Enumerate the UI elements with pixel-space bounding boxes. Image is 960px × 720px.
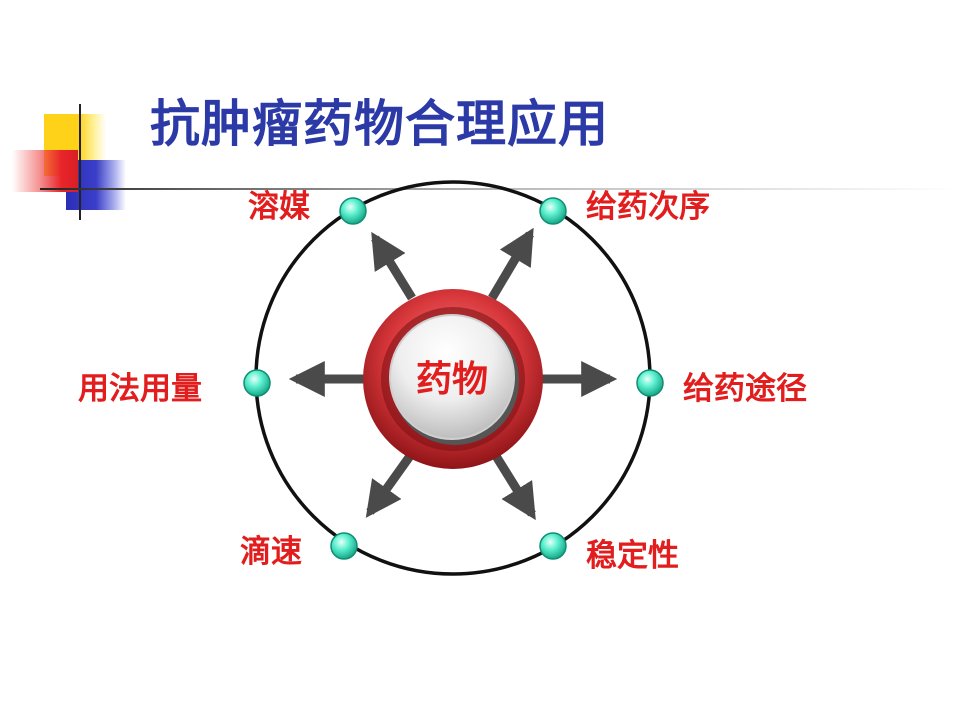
node-route: [636, 369, 664, 397]
node-order: [539, 197, 567, 225]
arrows: [288, 227, 618, 521]
label-order: 给药次序: [586, 189, 710, 225]
node-drip-rate: [330, 532, 358, 560]
nodes: [243, 197, 664, 560]
arrow-to-drip-rate: [365, 453, 414, 518]
center-drug-button: [363, 289, 543, 469]
center-disc: [389, 314, 515, 440]
label-drip-rate: 滴速: [240, 534, 302, 570]
node-stability: [539, 532, 567, 560]
label-dosage: 用法用量: [78, 371, 202, 407]
arrow-to-order: [488, 227, 534, 301]
node-dosage: [243, 369, 271, 397]
node-solvent: [339, 197, 367, 225]
red-square-decoration: [12, 150, 78, 192]
label-solvent: 溶媒: [248, 189, 310, 225]
label-route: 给药途径: [683, 371, 807, 407]
arrow-to-solvent: [371, 231, 416, 301]
vertical-rule: [79, 104, 81, 220]
arrow-to-stability: [492, 453, 536, 521]
center-label: 药物: [415, 359, 488, 400]
slide-title: 抗肿瘤药物合理应用: [150, 95, 609, 153]
label-stability: 稳定性: [586, 538, 679, 574]
